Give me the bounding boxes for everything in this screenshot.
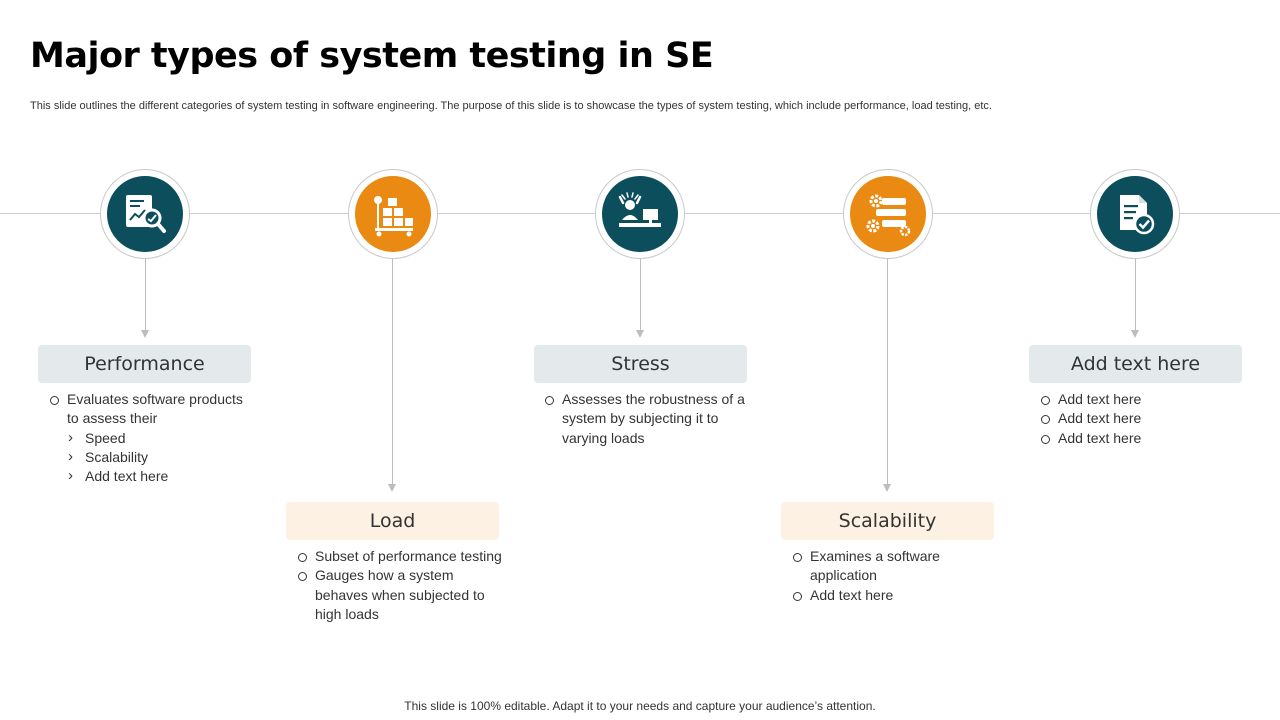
bullets-add-text: Add text here Add text here Add text her… [1040,390,1245,448]
connector-add-text [1135,259,1136,330]
node-stress [595,169,685,259]
node-scalability [843,169,933,259]
connector-performance [145,259,146,330]
node-load-circle [355,176,431,252]
connector-scalability [887,259,888,485]
node-add-text-circle [1097,176,1173,252]
stressed-person-at-desk-icon [618,192,661,227]
report-magnifier-icon [126,195,166,233]
server-gears-icon [866,194,911,237]
slide-title: Major types of system testing in SE [30,36,714,76]
arrowhead-load [388,484,396,492]
list-item: Add text here [49,466,254,486]
node-add-text [1090,169,1180,259]
label-stress: Stress [534,345,747,383]
bullets-performance: Evaluates software products to assess th… [49,390,254,486]
list-item: Add text here [1040,390,1245,409]
list-item: Examines a software application [792,547,997,586]
list-item: Scalability [49,447,254,467]
node-stress-circle [602,176,678,252]
node-load [348,169,438,259]
list-item: Add text here [1040,429,1245,448]
arrowhead-scalability [883,484,891,492]
node-scalability-circle [850,176,926,252]
node-performance-circle [107,176,183,252]
boxes-on-cart-icon [374,196,413,237]
arrowhead-stress [636,330,644,338]
list-item: Subset of performance testing [297,547,502,566]
bullets-scalability: Examines a software application Add text… [792,547,997,605]
connector-stress [640,259,641,330]
list-item: Assesses the robustness of a system by s… [544,390,749,448]
node-performance [100,169,190,259]
bullets-load: Subset of performance testing Gauges how… [297,547,502,624]
document-check-icon [1120,195,1155,235]
list-item: Evaluates software products to assess th… [49,390,254,429]
arrowhead-add-text [1131,330,1139,338]
label-load: Load [286,502,499,540]
arrowhead-performance [141,330,149,338]
label-performance: Performance [38,345,251,383]
slide-subtitle: This slide outlines the different catego… [30,100,992,112]
bullets-stress: Assesses the robustness of a system by s… [544,390,749,448]
list-item: Add text here [1040,409,1245,428]
label-scalability: Scalability [781,502,994,540]
label-add-text: Add text here [1029,345,1242,383]
list-item: Gauges how a system behaves when subject… [297,566,502,624]
connector-load [392,259,393,485]
slide-footer: This slide is 100% editable. Adapt it to… [404,699,876,713]
list-item: Speed [49,428,254,448]
list-item: Add text here [792,586,997,605]
